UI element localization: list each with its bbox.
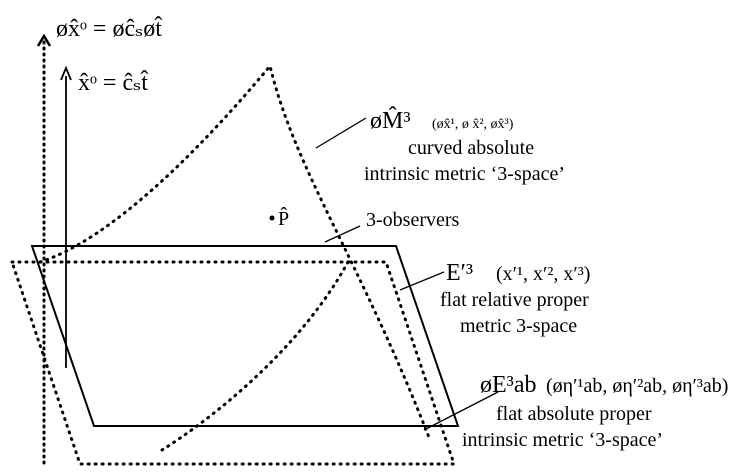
relative-space-symbol: E′³: [446, 260, 473, 286]
observers-label: 3-observers: [366, 209, 460, 231]
relative-space-line1: flat relative proper: [440, 289, 589, 311]
relative-space-plane: [30, 245, 460, 427]
inner-axis-label: x̂ᵒ = ĉₛt̂: [78, 70, 148, 96]
relative-space-line2: metric 3-space: [460, 315, 577, 337]
observers-leader: [324, 225, 361, 243]
curved-space-symbol: øM̂³: [370, 106, 411, 134]
outer-axis-arrowhead: [36, 33, 52, 47]
relative-space-leader: [399, 271, 445, 291]
absolute-space-symbol: øE³ab: [480, 372, 537, 398]
absolute-space-line2: intrinsic metric ‘3-space’: [462, 429, 663, 451]
point-p-label: P̂: [278, 206, 289, 230]
absolute-space-plane: [9, 260, 457, 466]
curved-space-coords: (øx̂¹, ø x̂², øx̂³): [432, 117, 514, 132]
curved-space-lower-curve: [160, 260, 350, 452]
absolute-space-line1: flat absolute proper: [496, 403, 652, 425]
absolute-space-leader: [423, 391, 499, 431]
outer-axis-label: øx̂ᵒ = øĉₛøt̂: [56, 16, 162, 42]
curved-space-line2: intrinsic metric ‘3-space’: [364, 163, 565, 185]
relative-space-coords: (x′¹, x′², x′³): [496, 263, 590, 285]
point-p-dot: [269, 215, 275, 221]
absolute-space-coords: (øη′¹ab, øη′²ab, øη′³ab): [546, 375, 728, 397]
curved-space-leader: [315, 117, 367, 149]
inner-axis-arrowhead: [60, 65, 72, 81]
curved-space-line1: curved absolute: [408, 137, 534, 159]
